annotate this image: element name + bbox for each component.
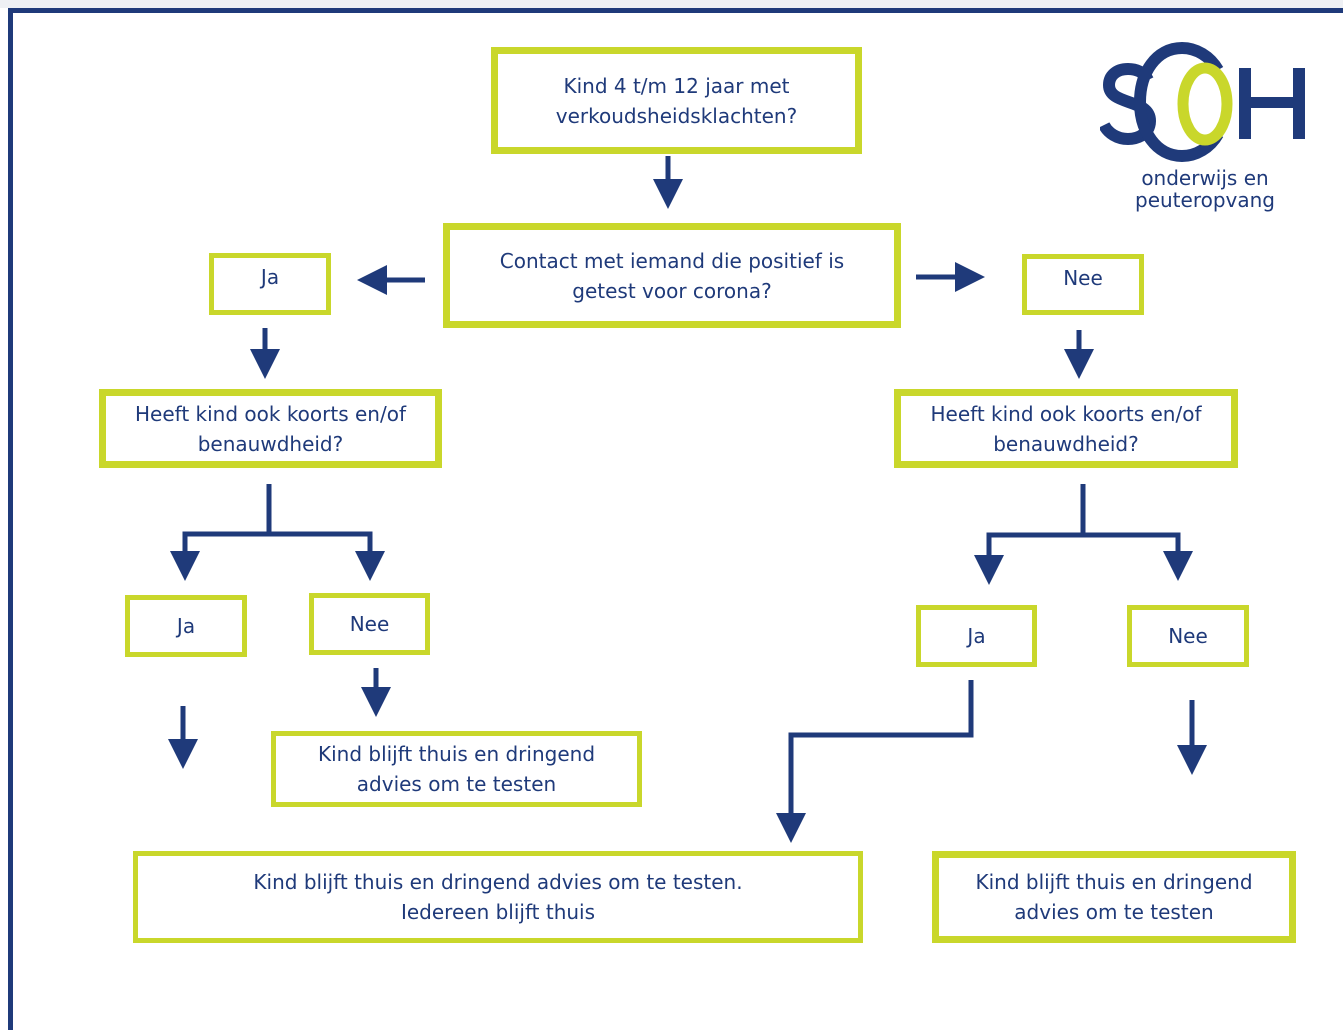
right-answer-nee-box: Nee	[1022, 254, 1144, 315]
scoh-logo: onderwijs en peuteropvang	[1100, 42, 1310, 217]
shared-outcome-box: Kind blijft thuis en dringend advies om …	[133, 851, 863, 943]
right-yes-box: Ja	[916, 605, 1037, 667]
left-fever-question-box: Heeft kind ook koorts en/of benauwdheid?	[99, 389, 442, 468]
contact-question-box: Contact met iemand die positief is getes…	[443, 223, 901, 328]
frame-left-border	[8, 8, 13, 1030]
arrow-left-split-ja	[170, 484, 272, 581]
start-question-box: Kind 4 t/m 12 jaar met verkoudsheidsklac…	[491, 47, 862, 154]
left-yes-box: Ja	[125, 595, 247, 657]
arrow-right-split-nee	[1083, 532, 1193, 581]
left-no-outcome-box: Kind blijft thuis en dringend advies om …	[271, 731, 642, 807]
arrow-right-ja-to-shared	[776, 680, 974, 843]
top-strip	[0, 0, 1343, 8]
left-answer-ja-box: Ja	[209, 253, 331, 315]
frame-top-border	[8, 8, 1343, 13]
scoh-logo-mark	[1100, 42, 1305, 163]
logo-subtitle: onderwijs en peuteropvang	[1135, 166, 1275, 212]
left-no-box: Nee	[309, 593, 430, 655]
right-no-outcome-box: Kind blijft thuis en dringend advies om …	[932, 851, 1296, 943]
arrow-right-split-ja	[974, 484, 1086, 585]
right-fever-question-box: Heeft kind ook koorts en/of benauwdheid?	[894, 389, 1238, 468]
right-no-box: Nee	[1127, 605, 1249, 667]
arrow-left-split-nee	[269, 531, 385, 581]
